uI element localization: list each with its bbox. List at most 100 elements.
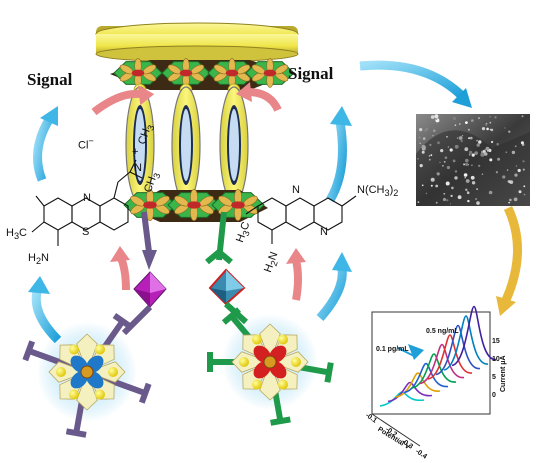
- sem-grain: [470, 136, 473, 140]
- sem-grain: [461, 135, 464, 137]
- sem-grain: [457, 195, 462, 200]
- sem-grain: [491, 140, 494, 144]
- sem-grain: [486, 127, 489, 131]
- sem-grain: [466, 191, 469, 193]
- dpv-curve-4: [411, 353, 457, 389]
- sem-grain: [485, 146, 490, 151]
- star-ball-5: [278, 334, 288, 345]
- sem-grain: [439, 161, 441, 163]
- star-ball-1: [95, 389, 105, 400]
- star-arm-tip-3: [324, 362, 334, 383]
- sem-grain: [471, 119, 474, 122]
- arrow-blue-to-sem: [359, 60, 472, 108]
- star-ball-2: [69, 389, 79, 400]
- sem-grain: [523, 185, 526, 188]
- ring-n-top-label: N: [292, 184, 300, 196]
- sem-grain: [419, 164, 423, 168]
- sem-grain: [520, 141, 524, 145]
- sem-grain: [508, 130, 511, 133]
- sem-grain: [504, 127, 506, 129]
- sem-grain: [464, 177, 466, 179]
- star-arm-tip-0: [112, 313, 133, 330]
- sem-grain: [465, 179, 470, 183]
- h3c-left-label: H3C: [6, 227, 27, 242]
- sem-grain: [514, 145, 517, 148]
- h2n-left-label: H2N: [28, 252, 49, 267]
- star-ball-0: [108, 367, 118, 377]
- chart-y-axis-label: Current μA: [500, 355, 507, 392]
- electrode-disk: [95, 22, 299, 63]
- sem-grain: [494, 116, 497, 119]
- sem-grain: [509, 198, 512, 202]
- sem-grain: [447, 146, 450, 148]
- star-ball-2: [252, 379, 262, 390]
- chem-structure-right: [245, 195, 357, 244]
- chart-y-tick-4: 0: [492, 392, 496, 399]
- sem-grain: [481, 173, 484, 175]
- sem-grain: [502, 175, 506, 179]
- star-leaf-0: [268, 351, 309, 373]
- arrow-salmon-left-up: [91, 85, 155, 116]
- sem-grain: [417, 158, 419, 160]
- sem-grain: [513, 197, 518, 202]
- sem-grain: [468, 137, 471, 140]
- sem-grain: [456, 137, 459, 139]
- ring-n-label: N: [83, 192, 91, 204]
- chem-structure-left: [31, 159, 143, 246]
- sem-grain: [435, 184, 439, 188]
- dpv-chart: [371, 305, 497, 447]
- star-leaf-6: [76, 333, 98, 374]
- sem-grain: [428, 158, 431, 161]
- star-ball-1: [278, 379, 288, 390]
- sem-grain: [446, 136, 448, 138]
- star-arm-tip-2: [270, 416, 291, 426]
- star-arm-tip-0: [221, 307, 242, 325]
- sem-grain: [521, 115, 524, 118]
- chart-label-high: 0.5 ng/mL: [426, 328, 459, 335]
- sem-grain: [518, 190, 522, 194]
- cation-n-label: N: [134, 162, 142, 174]
- sem-grain: [467, 199, 470, 203]
- sem-grain: [470, 175, 475, 180]
- sem-grain: [454, 144, 459, 149]
- sem-grain: [429, 143, 432, 147]
- sem-grain: [444, 156, 448, 159]
- sem-grain: [474, 151, 478, 156]
- sem-grain: [517, 168, 521, 173]
- sem-grain: [468, 154, 471, 156]
- sem-grain: [454, 124, 457, 126]
- chart-label-low: 0.1 pg/mL: [376, 346, 409, 353]
- star-arm-tip-1: [22, 340, 36, 362]
- sem-grain: [445, 181, 450, 186]
- sem-grain: [489, 115, 491, 118]
- sem-grain: [465, 162, 469, 167]
- chloride-label: Cl−: [78, 136, 94, 152]
- sem-grain: [495, 171, 498, 174]
- sem-grain: [443, 192, 446, 195]
- sem-grain: [417, 201, 420, 204]
- sem-grain: [508, 180, 512, 184]
- dimethylamino-label: N(CH3)2: [357, 184, 399, 199]
- sem-grain: [471, 153, 475, 157]
- sem-grain: [508, 201, 511, 204]
- sem-grain: [430, 115, 435, 119]
- arrow-blue-right-up: [326, 106, 352, 203]
- sem-grain: [483, 152, 488, 156]
- sem-grain: [418, 136, 421, 139]
- sem-grain: [463, 163, 466, 166]
- sem-grain: [511, 150, 516, 155]
- sem-grain: [435, 118, 440, 123]
- sem-grain: [482, 149, 486, 153]
- mof-unit-2: [207, 58, 257, 88]
- nanotube-array: [125, 86, 249, 204]
- sem-grain: [484, 149, 486, 151]
- dpv-curve-2: [395, 372, 441, 398]
- sem-grain: [465, 188, 468, 191]
- nanotube-2: [171, 86, 201, 204]
- star-leaf-2: [76, 370, 98, 411]
- sem-grain: [480, 152, 485, 157]
- sem-grain: [463, 173, 468, 177]
- sem-grain: [523, 193, 526, 196]
- sem-grain: [487, 150, 489, 152]
- chart-y-tick-1: 15: [492, 338, 500, 345]
